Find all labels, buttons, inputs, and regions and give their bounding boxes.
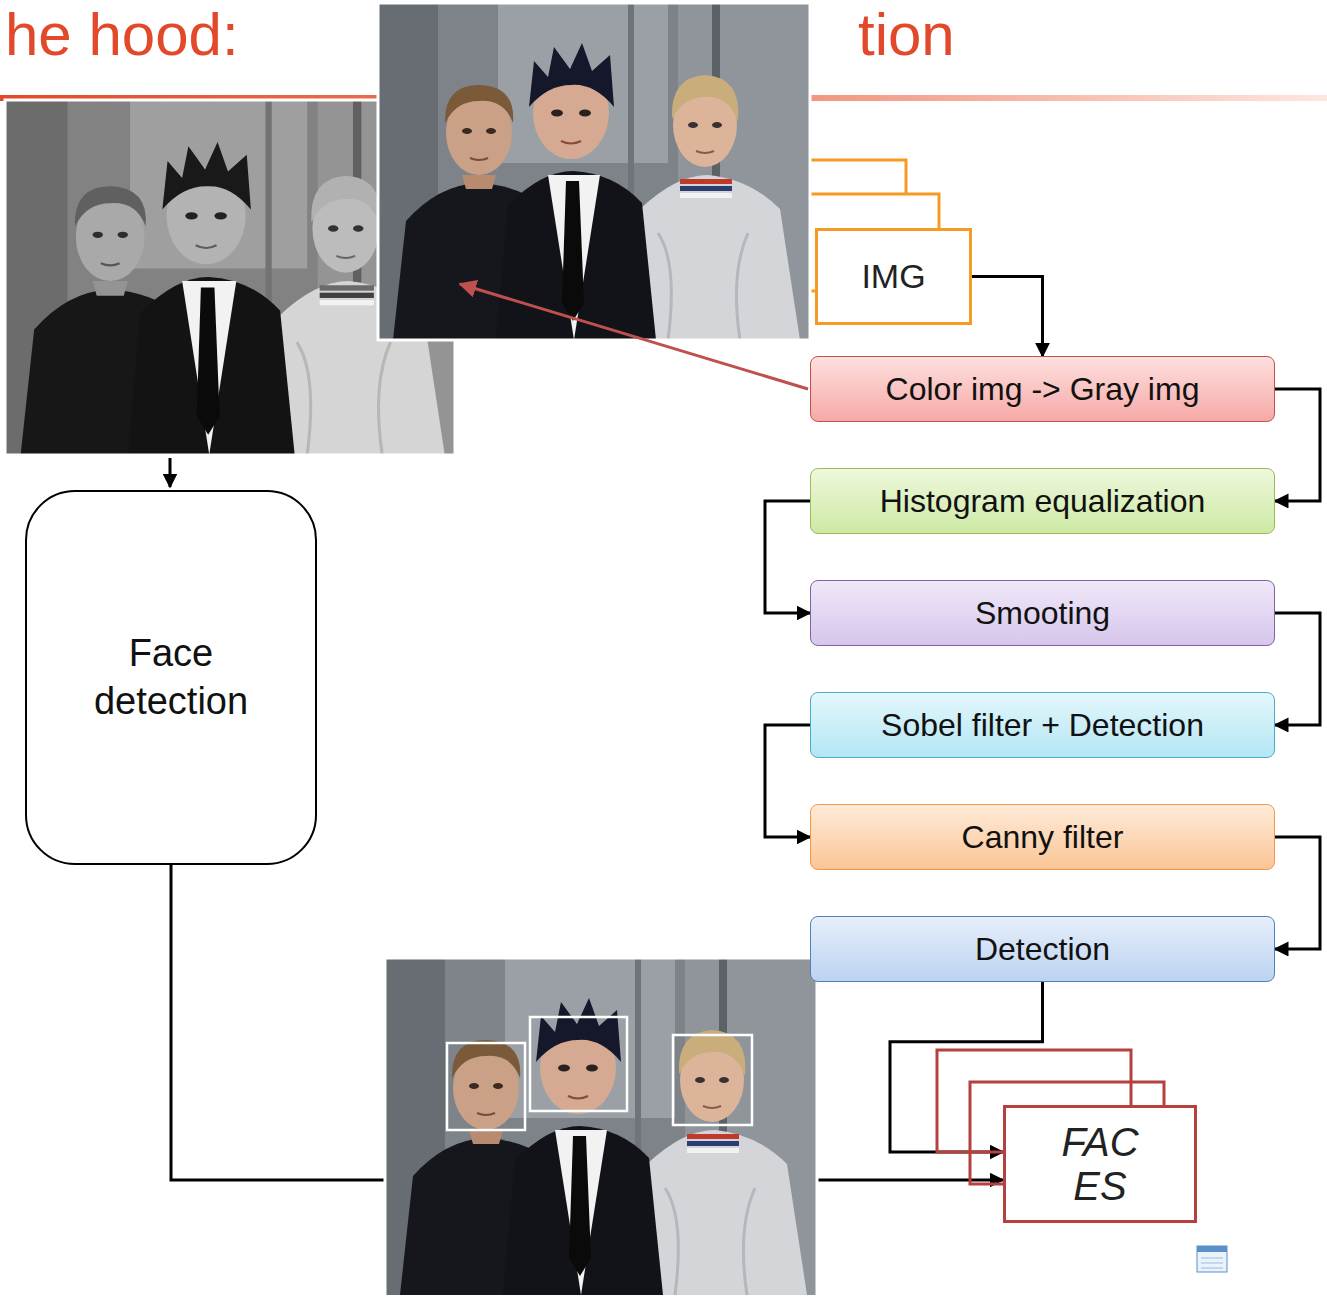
calendar-icon [1197, 1246, 1227, 1272]
photo-border [385, 958, 817, 1298]
face-box [530, 1017, 627, 1111]
process-box: Canny filter [810, 804, 1275, 869]
process-box: Histogram equalization [810, 468, 1275, 533]
node-label: Histogram equalization [880, 482, 1206, 520]
node-label: Canny filter [962, 818, 1124, 856]
flow-connector [765, 501, 810, 613]
flow-connector [972, 277, 1043, 357]
face-box [673, 1035, 752, 1125]
process-box: Face detection [25, 490, 317, 865]
flow-connector [1275, 613, 1320, 725]
process-box: Smooting [810, 580, 1275, 645]
flow-connector [765, 725, 810, 837]
photo-border [378, 3, 810, 340]
slide-title: he hood: [5, 0, 239, 69]
output-stack: FACES [1003, 1105, 1197, 1223]
node-label: Smooting [975, 594, 1110, 632]
color-photo [378, 3, 810, 340]
process-box: Detection [810, 916, 1275, 981]
result-photo [385, 958, 817, 1295]
flow-connector [1275, 837, 1320, 949]
leader-arrow [460, 284, 808, 389]
flow-connector [1275, 389, 1320, 501]
flow-arrow [169, 458, 172, 487]
process-box: Color img -> Gray img [810, 356, 1275, 421]
face-box [447, 1043, 525, 1130]
node-label: Detection [975, 930, 1110, 968]
input-stack: IMG [815, 228, 972, 325]
node-label: Color img -> Gray img [886, 370, 1200, 408]
node-label: IMG [861, 256, 925, 297]
node-label: Face detection [61, 630, 281, 725]
process-box: Sobel filter + Detection [810, 692, 1275, 757]
node-label: FACES [1050, 1120, 1150, 1208]
node-label: Sobel filter + Detection [881, 706, 1204, 744]
title-fragment: tion [858, 0, 955, 69]
